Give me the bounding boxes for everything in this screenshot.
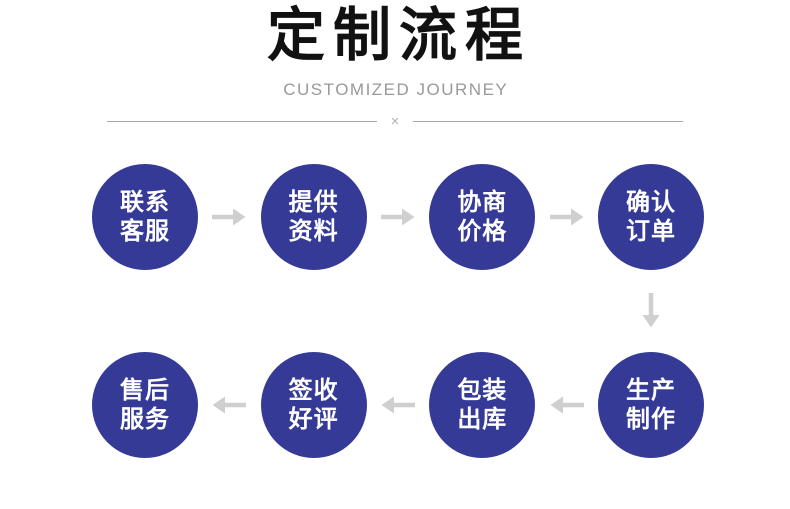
header: 定制流程 CUSTOMIZED JOURNEY × [0,0,790,131]
arrow-left-icon [550,396,584,414]
step-label-line: 价格 [457,217,508,245]
process-flow: 联系 客服 提供 资料 协商 价格 [92,163,704,458]
arrow-left-icon [212,396,247,414]
arrow-right-icon [212,208,246,226]
step-label-line: 服务 [120,405,170,433]
page-subtitle: CUSTOMIZED JOURNEY [283,79,509,99]
step-circle-contact-support: 联系 客服 [92,163,198,270]
step-label-line: 确认 [625,188,676,216]
step-circle-production: 生产 制作 [597,351,704,458]
step-label-line: 好评 [288,405,339,433]
step-label-line: 客服 [120,217,170,245]
flow-row-bottom: 售后 服务 签收 好评 包装 出库 [92,351,704,458]
step-label-line: 协商 [457,188,508,216]
step-label-line: 订单 [625,217,676,245]
arrow-right-icon [380,208,415,226]
divider-line-left [107,121,377,123]
divider-x-mark: × [390,113,400,131]
step-circle-negotiate-price: 协商 价格 [429,163,536,270]
arrow-right-icon [549,208,584,226]
step-label-line: 资料 [288,217,339,245]
step-circle-confirm-order: 确认 订单 [597,163,704,270]
step-label-line: 联系 [120,188,170,216]
step-label-line: 售后 [120,376,170,404]
step-label-line: 生产 [625,376,676,404]
step-label-line: 出库 [457,405,508,433]
divider-line-right [413,121,684,123]
arrow-left-icon [381,396,415,414]
flow-row-top: 联系 客服 提供 资料 协商 价格 [92,163,704,270]
row-connector [92,270,704,352]
step-label-line: 签收 [288,376,339,404]
divider: × [107,113,684,131]
arrow-down-icon [642,292,660,328]
step-circle-sign-review: 签收 好评 [260,351,367,458]
page-title: 定制流程 [266,3,531,68]
step-label-line: 提供 [288,188,339,216]
step-circle-after-sales: 售后 服务 [92,351,198,458]
step-circle-pack-ship: 包装 出库 [429,351,536,458]
step-label-line: 包装 [457,376,508,404]
step-circle-provide-info: 提供 资料 [260,163,367,270]
step-label-line: 制作 [625,405,676,433]
